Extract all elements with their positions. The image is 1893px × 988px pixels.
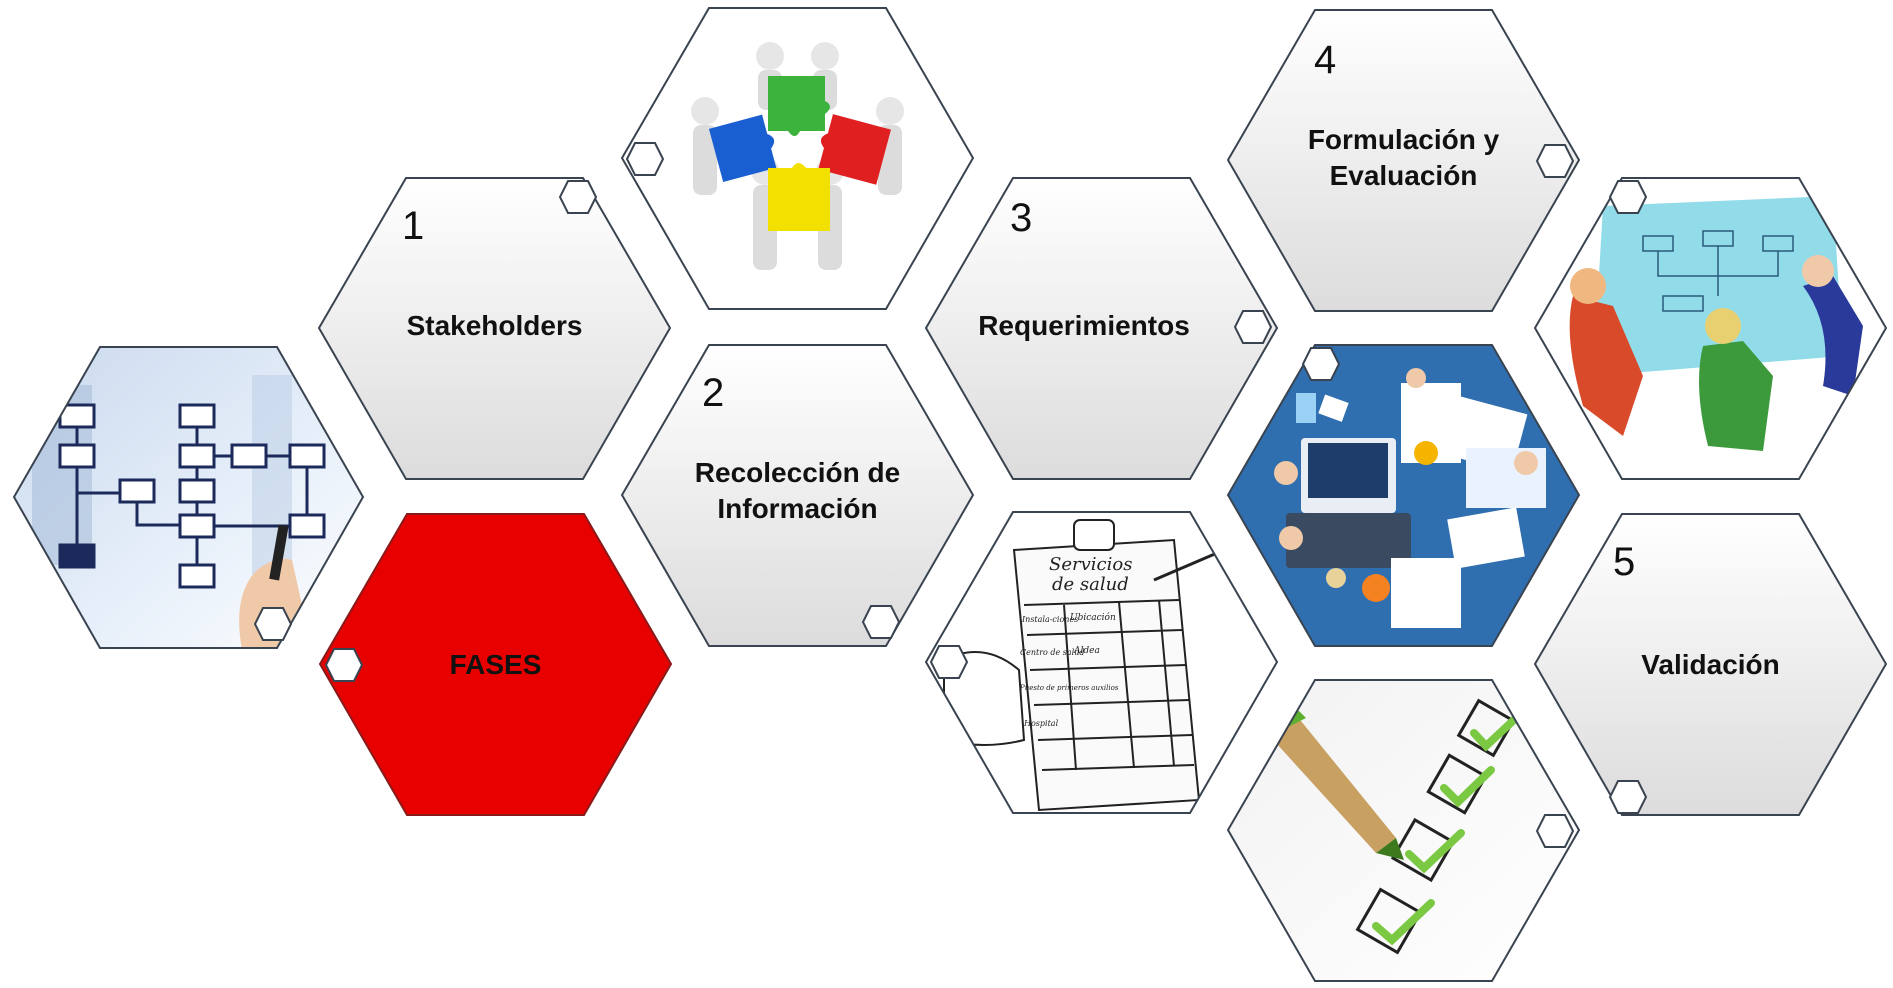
hexagon-icon <box>1301 347 1341 381</box>
step-3-hex: 3 Requerimientos <box>924 176 1279 481</box>
step-2-number: 2 <box>702 371 725 415</box>
puzzle-image-hex <box>620 6 975 311</box>
step-1-label: Stakeholders <box>406 310 583 341</box>
flowchart-image-hex <box>12 345 365 650</box>
hexagon-icon <box>558 180 598 214</box>
step-5-hex: 5 Validación <box>1533 512 1888 817</box>
center-hex-fases: FASES <box>318 512 673 817</box>
step-3-number: 3 <box>1010 196 1033 240</box>
hexagon-icon <box>1233 310 1273 344</box>
hexagon-icon <box>929 645 969 679</box>
clipboard-col-1: Instala-ciones <box>1021 615 1078 624</box>
step-1-number: 1 <box>402 204 425 248</box>
hexagon-icon <box>324 648 364 682</box>
hexagon-icon <box>253 607 293 641</box>
step-5-label: Validación <box>1641 649 1780 680</box>
clipboard-row-2: Puesto de primeros auxilios <box>1019 684 1119 692</box>
step-3-label: Requerimientos <box>978 310 1190 341</box>
step-5-number: 5 <box>1613 540 1636 584</box>
clipboard-row-3: Hospital <box>1023 719 1059 728</box>
clipboard-cell: Aldea <box>1073 646 1100 656</box>
step-4-number: 4 <box>1314 38 1337 82</box>
office-image-hex <box>1226 343 1581 648</box>
checklist-image-hex <box>1226 678 1581 983</box>
clipboard-title-2: de salud <box>1052 574 1129 595</box>
puzzle-people-drawing <box>691 42 904 270</box>
sketch-drawing <box>1569 196 1863 451</box>
step-4-hex: 4 Formulación y Evaluación <box>1226 8 1581 313</box>
clipboard-image-hex: Servicios de salud Instala-ciones Ubicac… <box>924 510 1279 815</box>
sketch-image-hex <box>1533 176 1888 481</box>
clipboard-row-1: Centro de salud <box>1020 648 1085 657</box>
office-desk-drawing <box>1274 368 1546 628</box>
hexagon-icon <box>861 605 901 639</box>
step-4-label: Formulación y Evaluación <box>1307 124 1500 192</box>
step-2-label: Recolección de Información <box>694 457 901 525</box>
clipboard-drawing <box>943 519 1225 812</box>
step-1-hex: 1 Stakeholders <box>317 176 672 481</box>
hexagon-icon <box>1535 814 1575 848</box>
hexagon-icon <box>625 142 665 176</box>
hexagon-icon <box>1608 180 1648 214</box>
flowchart-drawing <box>58 403 326 589</box>
hexagon-icon <box>1608 780 1648 814</box>
clipboard-col-2: Ubicación <box>1070 612 1116 623</box>
center-label: FASES <box>449 649 542 680</box>
step-2-hex: 2 Recolección de Información <box>620 343 975 648</box>
clipboard-title-1: Servicios <box>1049 554 1132 575</box>
hexagon-icon <box>1535 144 1575 178</box>
